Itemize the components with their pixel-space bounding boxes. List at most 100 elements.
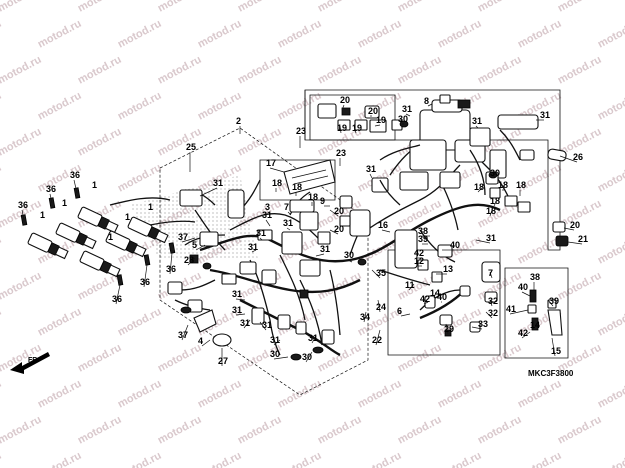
part-callout-31[interactable]: 31 xyxy=(240,318,250,328)
part-callout-36[interactable]: 36 xyxy=(112,294,122,304)
part-callout-40[interactable]: 40 xyxy=(518,282,528,292)
part-callout-1[interactable]: 1 xyxy=(92,180,97,190)
part-callout-7[interactable]: 7 xyxy=(488,268,493,278)
part-callout-31[interactable]: 31 xyxy=(486,233,496,243)
part-callout-21[interactable]: 21 xyxy=(578,234,588,244)
part-callout-4[interactable]: 4 xyxy=(198,336,203,346)
part-callout-1[interactable]: 1 xyxy=(125,212,130,222)
part-callout-31[interactable]: 31 xyxy=(366,164,376,174)
part-callout-24[interactable]: 24 xyxy=(376,302,386,312)
part-callout-42[interactable]: 42 xyxy=(518,328,528,338)
part-callout-5[interactable]: 5 xyxy=(192,240,197,250)
part-callout-30[interactable]: 30 xyxy=(302,352,312,362)
callout-leader-line xyxy=(287,211,291,215)
part-callout-19[interactable]: 19 xyxy=(376,115,386,125)
part-callout-36[interactable]: 36 xyxy=(166,264,176,274)
part-callout-41[interactable]: 41 xyxy=(506,304,516,314)
part-callout-31[interactable]: 31 xyxy=(232,305,242,315)
callout-leader-line xyxy=(305,351,313,363)
part-callout-38[interactable]: 38 xyxy=(530,272,540,282)
part-callout-30[interactable]: 30 xyxy=(398,114,408,124)
part-callout-26[interactable]: 26 xyxy=(573,152,583,162)
part-callout-12[interactable]: 12 xyxy=(414,256,424,266)
part-callout-1[interactable]: 1 xyxy=(62,198,67,208)
part-callout-27[interactable]: 27 xyxy=(218,356,228,366)
part-callout-37[interactable]: 37 xyxy=(178,330,188,340)
part-callout-19[interactable]: 19 xyxy=(337,123,347,133)
part-callout-23[interactable]: 23 xyxy=(336,148,346,158)
part-callout-18[interactable]: 18 xyxy=(498,180,508,190)
part-callout-30[interactable]: 30 xyxy=(344,250,354,260)
part-callout-8[interactable]: 8 xyxy=(424,96,429,106)
part-callout-16[interactable]: 16 xyxy=(378,220,388,230)
part-callout-31[interactable]: 31 xyxy=(402,104,412,114)
part-callout-29[interactable]: 29 xyxy=(444,324,454,334)
part-callout-30[interactable]: 30 xyxy=(270,349,280,359)
part-callout-1[interactable]: 1 xyxy=(148,202,153,212)
part-callout-32[interactable]: 32 xyxy=(488,296,498,306)
part-callout-23[interactable]: 23 xyxy=(296,126,306,136)
part-callout-6[interactable]: 6 xyxy=(397,306,402,316)
part-callout-18[interactable]: 18 xyxy=(486,206,496,216)
part-callout-18[interactable]: 18 xyxy=(292,182,302,192)
part-callout-31[interactable]: 31 xyxy=(213,178,223,188)
part-callout-31[interactable]: 31 xyxy=(248,242,258,252)
callout-leader-line xyxy=(273,339,281,346)
part-callout-20[interactable]: 20 xyxy=(368,106,378,116)
part-callout-36[interactable]: 36 xyxy=(70,170,80,180)
part-callout-31[interactable]: 31 xyxy=(256,228,266,238)
part-callout-7[interactable]: 7 xyxy=(284,202,289,212)
part-callout-31[interactable]: 31 xyxy=(270,335,280,345)
part-callout-35[interactable]: 35 xyxy=(376,268,386,278)
part-callout-18[interactable]: 18 xyxy=(516,180,526,190)
part-callout-31[interactable]: 31 xyxy=(320,244,330,254)
part-callout-25[interactable]: 25 xyxy=(186,142,196,152)
part-callout-20[interactable]: 20 xyxy=(570,220,580,230)
part-callout-39[interactable]: 39 xyxy=(418,234,428,244)
part-callout-18[interactable]: 18 xyxy=(308,192,318,202)
part-callout-42[interactable]: 42 xyxy=(414,248,424,258)
part-callout-11[interactable]: 11 xyxy=(405,280,415,290)
part-callout-38[interactable]: 38 xyxy=(418,226,428,236)
part-callout-36[interactable]: 36 xyxy=(140,277,150,287)
part-callout-1[interactable]: 1 xyxy=(108,232,113,242)
part-callout-31[interactable]: 31 xyxy=(232,289,242,299)
part-callout-13[interactable]: 13 xyxy=(443,264,453,274)
part-callout-36[interactable]: 36 xyxy=(46,184,56,194)
part-callout-9[interactable]: 9 xyxy=(320,196,325,206)
part-callout-22[interactable]: 22 xyxy=(372,335,382,345)
part-callout-18[interactable]: 18 xyxy=(272,178,282,188)
part-callout-17[interactable]: 17 xyxy=(266,158,276,168)
part-callout-18[interactable]: 18 xyxy=(474,182,484,192)
part-callout-31[interactable]: 31 xyxy=(540,110,550,120)
part-callout-14[interactable]: 14 xyxy=(530,320,540,330)
part-callout-15[interactable]: 15 xyxy=(551,346,561,356)
part-callout-1[interactable]: 1 xyxy=(40,210,45,220)
part-callout-20[interactable]: 20 xyxy=(340,95,350,105)
part-callout-31[interactable]: 31 xyxy=(262,210,272,220)
part-callout-19[interactable]: 19 xyxy=(352,123,362,133)
part-callout-34[interactable]: 34 xyxy=(360,312,370,322)
part-callout-18[interactable]: 18 xyxy=(490,196,500,206)
part-callout-2[interactable]: 2 xyxy=(236,116,241,126)
callout-leader-line xyxy=(21,209,25,221)
part-callout-20[interactable]: 20 xyxy=(334,224,344,234)
part-callout-40[interactable]: 40 xyxy=(437,292,447,302)
part-callout-40[interactable]: 40 xyxy=(450,240,460,250)
part-callout-20[interactable]: 20 xyxy=(334,206,344,216)
part-callout-39[interactable]: 39 xyxy=(549,296,559,306)
part-callout-33[interactable]: 33 xyxy=(478,319,488,329)
part-callout-31[interactable]: 31 xyxy=(472,116,482,126)
part-callout-3[interactable]: 3 xyxy=(265,202,270,212)
watermark-text: motod.ru xyxy=(0,90,4,123)
part-callout-42[interactable]: 42 xyxy=(420,294,430,304)
part-callout-36[interactable]: 36 xyxy=(18,200,28,210)
part-callout-31[interactable]: 31 xyxy=(283,218,293,228)
part-callout-32[interactable]: 32 xyxy=(488,308,498,318)
part-callout-37[interactable]: 37 xyxy=(178,232,188,242)
part-callout-30[interactable]: 30 xyxy=(490,168,500,178)
part-callout-31[interactable]: 31 xyxy=(262,320,272,330)
part-callout-31[interactable]: 31 xyxy=(308,333,318,343)
part-callout-14[interactable]: 14 xyxy=(430,288,440,298)
part-callout-28[interactable]: 28 xyxy=(184,255,194,265)
